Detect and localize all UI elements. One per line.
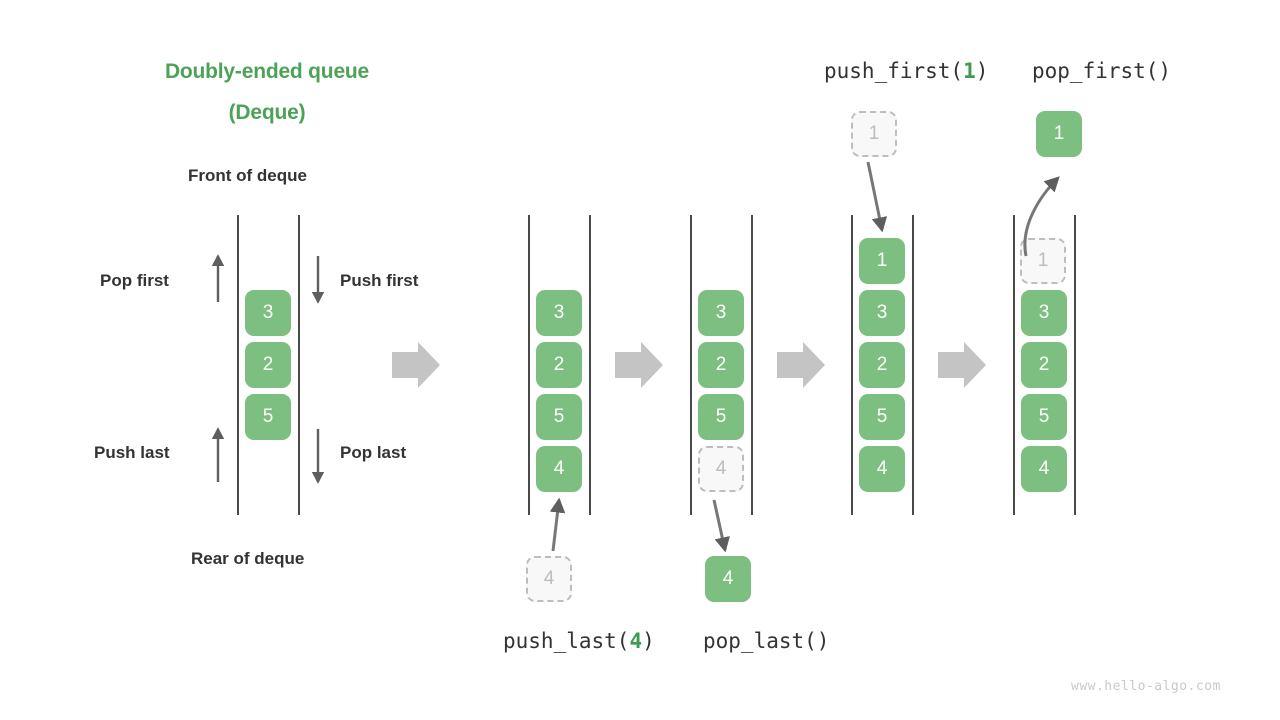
stage-arrow-1 (392, 342, 440, 388)
deque-item-ghost: 1 (1020, 238, 1066, 284)
rail-col3-left (690, 215, 692, 515)
push-first-op-close: ) (975, 59, 989, 83)
pop-first-operation-label: pop_first() (1032, 59, 1172, 83)
push-last-op-name: push_last( (503, 629, 630, 653)
rail-col5-left (1013, 215, 1015, 515)
rear-of-deque-label: Rear of deque (191, 549, 305, 568)
outgoing-item: 4 (705, 556, 751, 602)
deque-item: 5 (245, 394, 291, 440)
stage-arrow-4 (938, 342, 986, 388)
deque-item: 5 (698, 394, 744, 440)
pop-first-label: Pop first (100, 271, 169, 290)
push-first-operation-label: push_first(1) (824, 59, 988, 83)
rail-col1-left (237, 215, 239, 515)
pop-last-transition-arrow (712, 499, 730, 553)
rail-col5-right (1074, 215, 1076, 515)
pop-last-operation-label: pop_last() (703, 629, 830, 653)
push-last-label: Push last (94, 443, 170, 462)
rail-col3-right (751, 215, 753, 515)
deque-item: 2 (698, 342, 744, 388)
push-last-op-arg: 4 (629, 629, 643, 653)
deque-item: 2 (1021, 342, 1067, 388)
incoming-item-ghost: 1 (851, 111, 897, 157)
deque-item: 1 (859, 238, 905, 284)
deque-item: 4 (1021, 446, 1067, 492)
deque-item: 2 (245, 342, 291, 388)
push-first-op-arg: 1 (963, 59, 976, 83)
deque-item: 5 (1021, 394, 1067, 440)
deque-item: 2 (536, 342, 582, 388)
deque-item: 3 (245, 290, 291, 336)
page-title-line1: Doubly-ended queue (164, 60, 370, 83)
incoming-item-ghost: 4 (526, 556, 572, 602)
deque-item: 4 (536, 446, 582, 492)
push-first-label: Push first (340, 271, 419, 290)
push-last-operation-label: push_last(4) (503, 629, 655, 653)
push-first-op-name: push_first( (824, 59, 964, 83)
front-of-deque-label: Front of deque (188, 166, 307, 185)
page-title-line2: (Deque) (228, 101, 306, 124)
stage-arrow-3 (777, 342, 825, 388)
deque-item: 3 (536, 290, 582, 336)
rail-col1-right (298, 215, 300, 515)
stage-arrow-2 (615, 342, 663, 388)
deque-item: 3 (1021, 290, 1067, 336)
deque-item: 3 (859, 290, 905, 336)
push-last-op-close: ) (642, 629, 655, 653)
rail-col2-left (528, 215, 530, 515)
deque-item-ghost: 4 (698, 446, 744, 492)
rail-col4-left (851, 215, 853, 515)
push-last-transition-arrow (549, 497, 566, 552)
deque-item: 5 (859, 394, 905, 440)
deque-item: 4 (859, 446, 905, 492)
deque-item: 3 (698, 290, 744, 336)
outgoing-item: 1 (1036, 111, 1082, 157)
rail-col2-right (589, 215, 591, 515)
watermark: www.hello-algo.com (1071, 679, 1221, 694)
deque-item: 2 (859, 342, 905, 388)
rail-col4-right (912, 215, 914, 515)
deque-item: 5 (536, 394, 582, 440)
push-first-transition-arrow (866, 161, 888, 233)
pop-last-label: Pop last (340, 443, 407, 462)
